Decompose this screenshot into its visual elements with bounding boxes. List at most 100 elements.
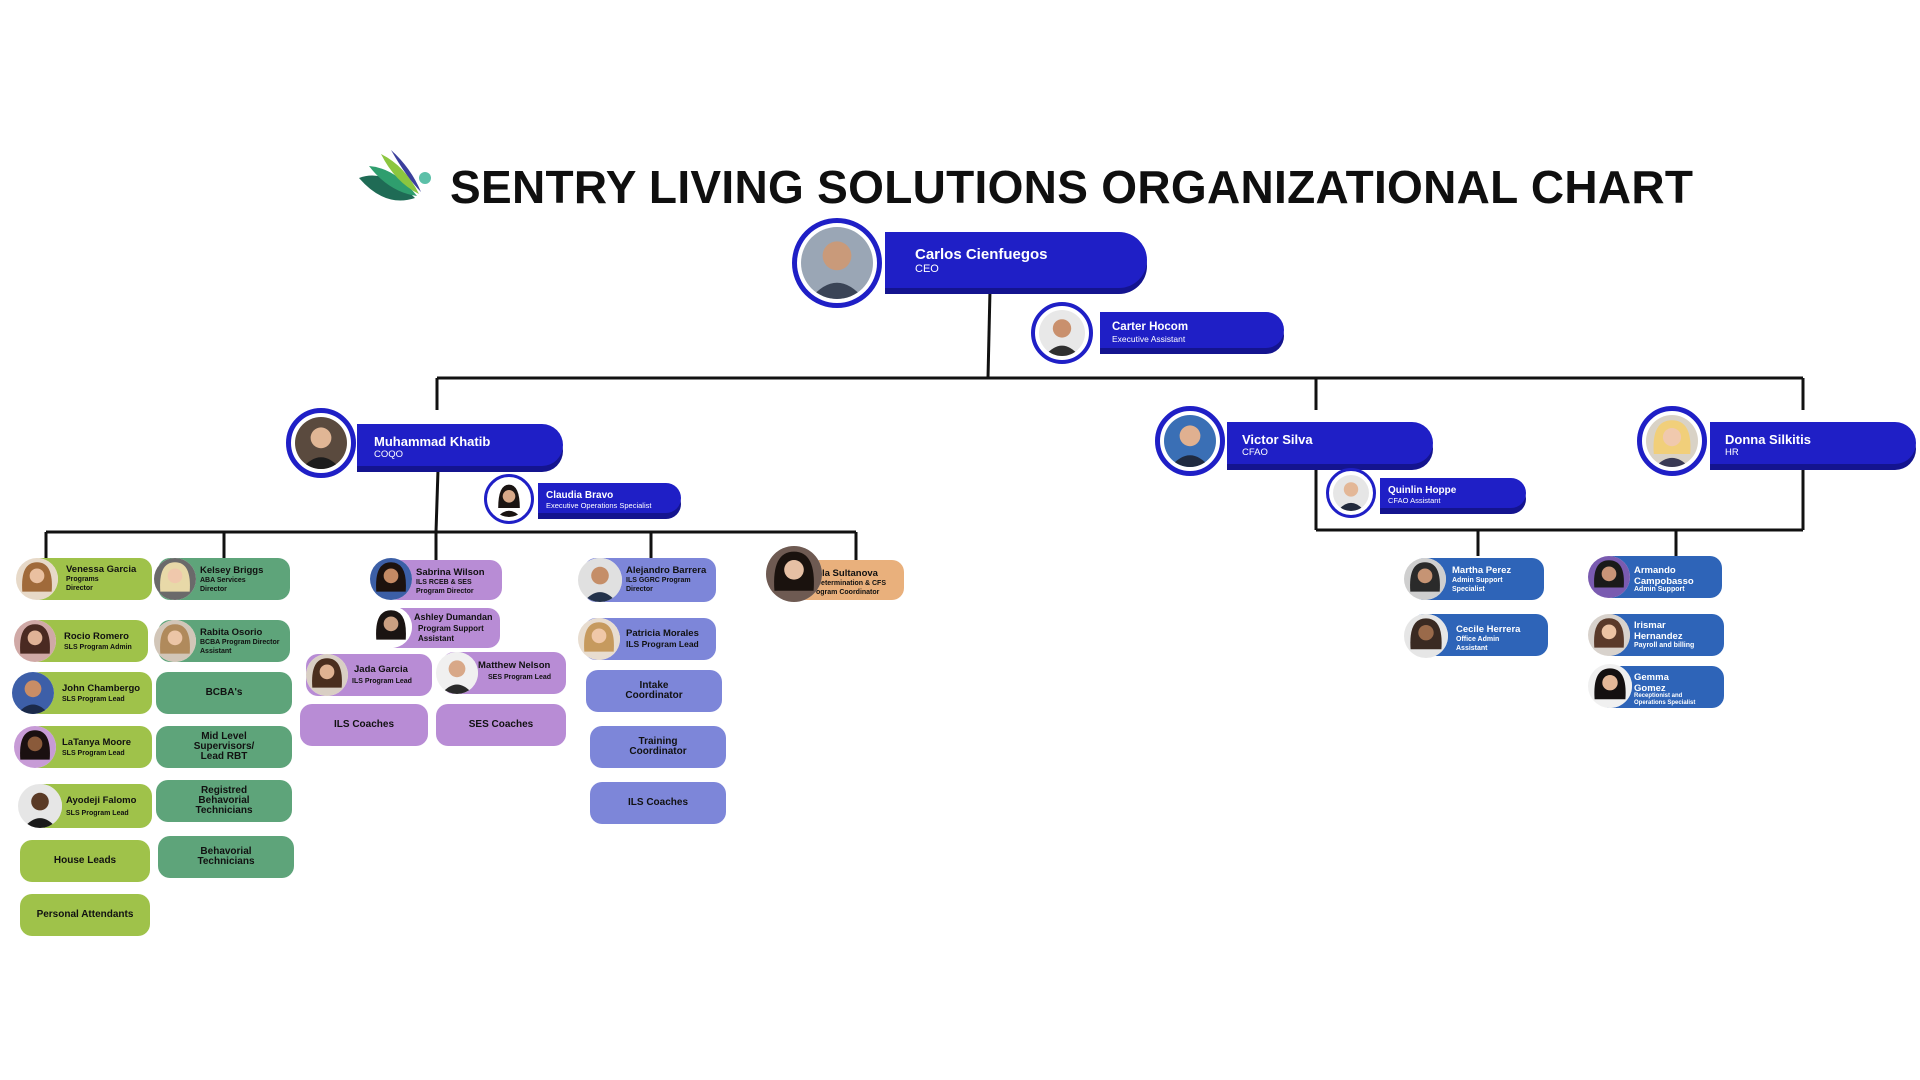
cfo-card[interactable]: Victor Silva CFAO xyxy=(1227,422,1433,464)
sls-person-name: Venessa Garcia xyxy=(66,564,137,575)
cfo-assistant-role: CFAO Assistant xyxy=(1388,496,1441,505)
ses-coaches-card[interactable]: SES Coaches xyxy=(436,704,566,746)
aba-director-avatar xyxy=(154,558,196,600)
aba-group-card[interactable]: BCBA's xyxy=(156,672,292,714)
sd-coordinator-avatar xyxy=(766,546,822,602)
finance-member-role: Admin Support Specialist xyxy=(1452,577,1503,593)
aba-person-role: ABA Services Director xyxy=(200,577,246,593)
cfo-name: Victor Silva xyxy=(1242,432,1313,447)
sls-person-name: Ayodeji Falomo xyxy=(66,795,137,806)
ses-lead-name: Matthew Nelson xyxy=(478,660,551,671)
sls-admin-avatar xyxy=(14,620,56,662)
ils-lead-role: ILS Program Lead xyxy=(352,678,412,685)
ceo-avatar xyxy=(792,218,882,308)
sls-lead-avatar xyxy=(14,726,56,768)
ses-lead-role: SES Program Lead xyxy=(488,674,552,681)
ils-ses-assistant-avatar xyxy=(370,606,412,648)
aba-assistant-avatar xyxy=(154,620,196,662)
hr-role: HR xyxy=(1725,447,1739,458)
hr-member-role: Payroll and billing xyxy=(1634,642,1695,649)
aba-group-label: BCBA's xyxy=(205,687,243,698)
aba-person-name: Kelsey Briggs xyxy=(200,565,264,576)
sls-lead-avatar xyxy=(12,672,54,714)
sls-person-name: Rocio Romero xyxy=(64,631,129,642)
sls-group-label: House Leads xyxy=(53,855,117,866)
ggrc-director-role: ILS GGRC Program Director xyxy=(626,577,691,593)
cfo-role: CFAO xyxy=(1242,447,1268,458)
hr-name: Donna Silkitis xyxy=(1725,432,1811,447)
finance-member-name: Martha Perez xyxy=(1452,565,1512,576)
ggrc-director-avatar xyxy=(578,558,622,602)
cfo-assistant-card[interactable]: Quinlin Hoppe CFAO Assistant xyxy=(1380,478,1526,508)
ggrc-group-card[interactable]: ILS Coaches xyxy=(590,782,726,824)
coo-assistant-name: Claudia Bravo xyxy=(546,490,614,501)
hr-member-avatar xyxy=(1588,664,1632,708)
hr-member-name: Gemma Gomez xyxy=(1634,672,1669,694)
hr-member-name: Irismar Hernandez xyxy=(1634,620,1683,642)
aba-group-card[interactable]: Mid Level Supervisors/ Lead RBT xyxy=(156,726,292,768)
sls-group-label: Personal Attendants xyxy=(36,909,134,920)
leaf-logo-icon xyxy=(359,150,431,201)
ils-ses-director-avatar xyxy=(370,558,412,600)
sd-coordinator-name: la Sultanova xyxy=(822,568,878,579)
sls-person-name: John Chambergo xyxy=(62,683,141,694)
coo-role: COQO xyxy=(374,449,404,460)
ggrc-director-name: Alejandro Barrera xyxy=(626,565,707,576)
ggrc-group-label: Intake Coordinator xyxy=(625,680,683,701)
ils-ses-assistant-name: Ashley Dumandan xyxy=(414,612,493,622)
sls-person-role: SLS Program Lead xyxy=(66,810,129,817)
aba-group-label: Behavorial Technicians xyxy=(197,846,255,867)
sd-coordinator-role: Determination & CFS ogram Coordinator xyxy=(816,580,887,596)
hr-member-role: Admin Support xyxy=(1634,586,1685,593)
hr-member-role: Receptionist and Operations Specialist xyxy=(1634,693,1696,706)
ggrc-lead-name: Patricia Morales xyxy=(626,628,699,639)
ses-lead-avatar xyxy=(436,652,478,694)
ses-coaches-label: SES Coaches xyxy=(468,719,534,730)
hr-member-avatar xyxy=(1588,614,1630,656)
hr-card[interactable]: Donna Silkitis HR xyxy=(1710,422,1916,464)
hr-avatar xyxy=(1637,406,1707,476)
ggrc-group-card[interactable]: Intake Coordinator xyxy=(586,670,722,712)
sls-group-card[interactable]: Personal Attendants xyxy=(20,894,150,936)
finance-member-avatar xyxy=(1404,614,1448,658)
sls-person-role: SLS Program Lead xyxy=(62,696,125,703)
hr-member-name: Armando Campobasso xyxy=(1634,565,1694,587)
exec-assistant-role: Executive Assistant xyxy=(1112,334,1186,344)
aba-group-label: Mid Level Supervisors/ Lead RBT xyxy=(193,731,255,762)
ggrc-group-card[interactable]: Training Coordinator xyxy=(590,726,726,768)
ils-lead-name: Jada Garcia xyxy=(354,664,408,675)
cfo-avatar xyxy=(1155,406,1225,476)
ils-coaches-card[interactable]: ILS Coaches xyxy=(300,704,428,746)
exec-assistant-avatar xyxy=(1031,302,1093,364)
ceo-role: CEO xyxy=(915,263,939,275)
hr-member-avatar xyxy=(1588,556,1630,598)
sls-group-card[interactable]: House Leads xyxy=(20,840,150,882)
coo-name: Muhammad Khatib xyxy=(374,434,491,449)
aba-group-card[interactable]: Behavorial Technicians xyxy=(158,836,294,878)
coo-assistant-card[interactable]: Claudia Bravo Executive Operations Speci… xyxy=(538,483,681,513)
sls-lead-avatar xyxy=(18,784,62,828)
ils-coaches-label: ILS Coaches xyxy=(333,719,395,730)
aba-person-name: Rabita Osorio xyxy=(200,627,263,638)
coo-assistant-avatar xyxy=(484,474,534,524)
cfo-assistant-avatar xyxy=(1326,468,1376,518)
page-title: SENTRY LIVING SOLUTIONS ORGANIZATIONAL C… xyxy=(450,161,1694,213)
sls-person-role: Programs Director xyxy=(66,576,99,592)
aba-group-card[interactable]: Registred Behavorial Technicians xyxy=(156,780,292,822)
finance-member-role: Office Admin Assistant xyxy=(1456,636,1500,652)
ggrc-lead-role: ILS Program Lead xyxy=(626,639,699,649)
ils-ses-director-name: Sabrina Wilson xyxy=(416,567,485,578)
coo-avatar xyxy=(286,408,356,478)
ils-ses-assistant-role: Program Support Assistant xyxy=(418,624,484,643)
coo-card[interactable]: Muhammad Khatib COQO xyxy=(357,424,563,466)
coo-assistant-role: Executive Operations Specialist xyxy=(546,501,652,510)
sls-director-avatar xyxy=(16,558,58,600)
ggrc-group-label: ILS Coaches xyxy=(627,797,689,808)
aba-person-role: BCBA Program Director Assistant xyxy=(200,639,280,655)
ceo-card[interactable]: Carlos Cienfuegos CEO xyxy=(885,232,1147,288)
finance-member-name: Cecile Herrera xyxy=(1456,624,1521,635)
sls-person-name: LaTanya Moore xyxy=(62,737,131,748)
exec-assistant-card[interactable]: Carter Hocom Executive Assistant xyxy=(1100,312,1284,348)
finance-member-avatar xyxy=(1404,558,1446,600)
